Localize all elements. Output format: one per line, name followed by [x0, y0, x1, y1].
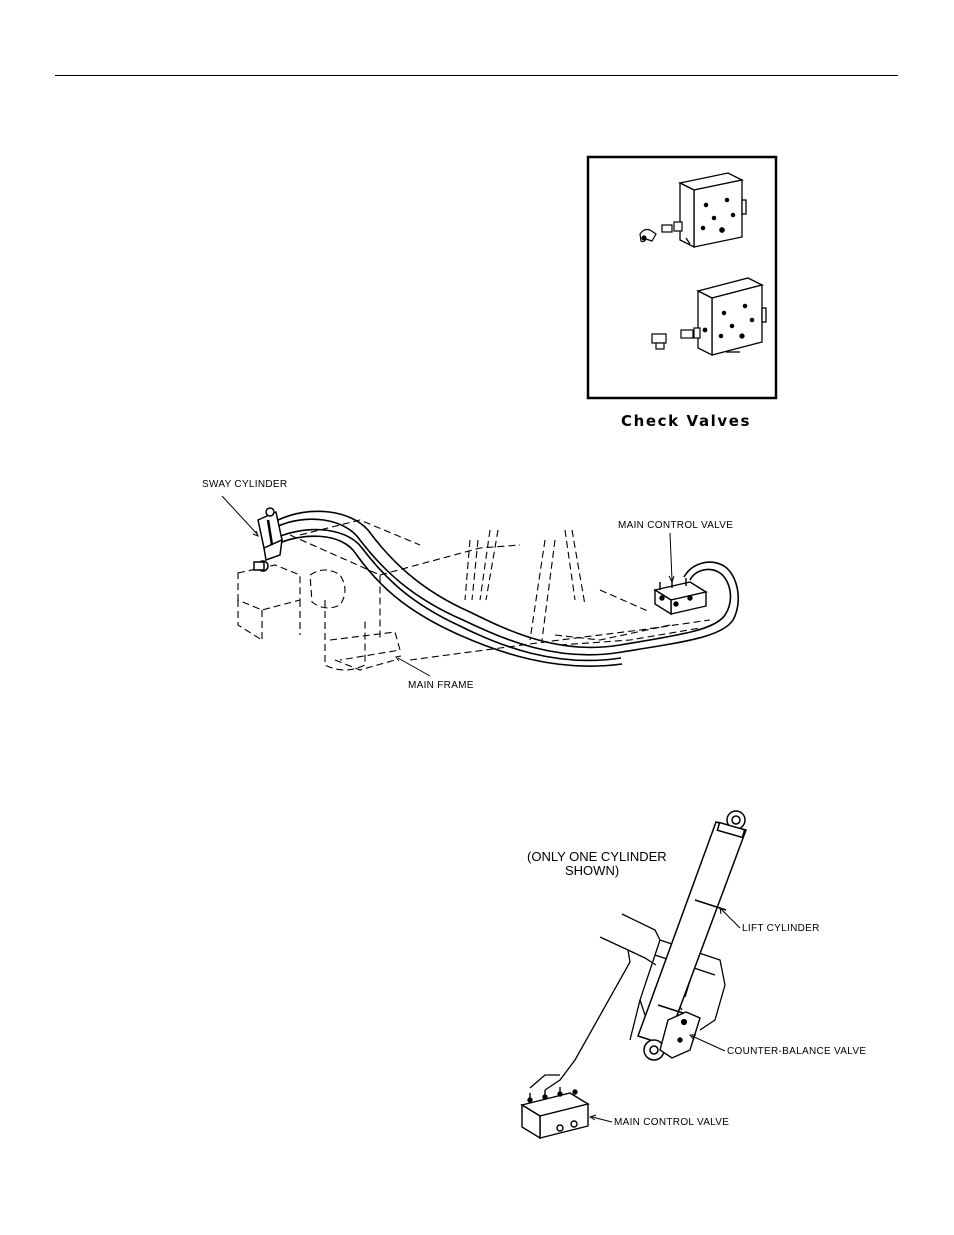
check-valves-caption: Check Valves: [621, 412, 752, 430]
lift-leader-lines: [588, 906, 741, 1123]
main-frame-label: MAIN FRAME: [408, 680, 474, 691]
lift-main-control-valve-label: MAIN CONTROL VALVE: [614, 1117, 730, 1128]
sway-main-control-valve-body: [653, 578, 708, 616]
sway-cylinder-label: SWAY CYLINDER: [202, 479, 288, 490]
sway-cylinder-body: [253, 507, 283, 572]
lift-note-line2: SHOWN): [565, 863, 620, 878]
lift-main-control-valve-body: [520, 1087, 590, 1140]
counter-balance-valve-label: COUNTER-BALANCE VALVE: [727, 1046, 867, 1057]
lower-check-valve-fitting: [651, 327, 708, 350]
lower-check-valve-block: [696, 277, 767, 357]
lift-cylinder-label: LIFT CYLINDER: [742, 923, 820, 934]
upper-check-valve-block: [678, 172, 747, 249]
upper-check-valve-fitting: [639, 221, 683, 243]
check-valves-frame: [586, 155, 778, 400]
header-rule: [55, 75, 898, 76]
counter-balance-valve-body: [659, 1011, 701, 1059]
sway-hoses: [271, 510, 740, 667]
lift-cylinder-body: [637, 810, 747, 1061]
lift-note-line1: (ONLY ONE CYLINDER: [527, 849, 667, 864]
main-frame-outline: [237, 519, 711, 671]
sway-leader-lines: [221, 495, 675, 677]
sway-main-control-valve-label: MAIN CONTROL VALVE: [618, 520, 734, 531]
